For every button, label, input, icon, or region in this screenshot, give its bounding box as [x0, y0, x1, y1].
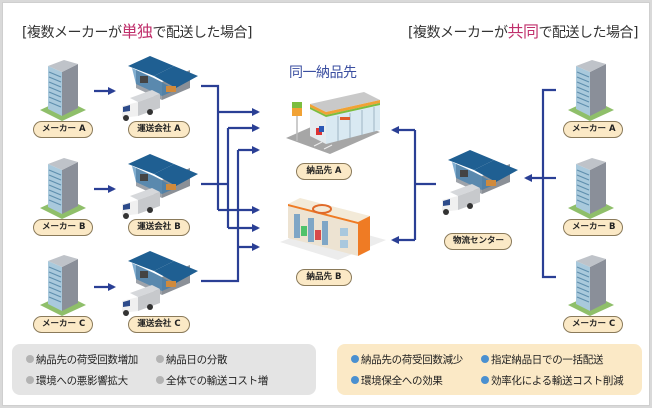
warehouse-truck-icon	[122, 56, 198, 121]
bullet-icon	[156, 376, 164, 384]
maker-a-label: メーカー A	[33, 121, 93, 138]
warehouse-truck-icon	[122, 251, 198, 316]
carrier-c-label: 運送会社 C	[128, 316, 190, 333]
merit-text: 環境保全への効果	[361, 375, 443, 387]
bullet-icon	[351, 355, 359, 363]
route-carrier-a	[201, 84, 220, 112]
heading-left-prefix: [複数メーカーが	[22, 25, 122, 41]
demerit-item: 納品日の分散	[156, 352, 228, 367]
bullet-icon	[351, 376, 359, 384]
office-building-icon	[567, 60, 615, 122]
merits-box: 納品先の荷受回数減少 指定納品日での一括配送 環境保全への効果 効率化による輸送…	[337, 344, 642, 395]
demerit-text: 納品先の荷受回数増加	[36, 354, 138, 366]
heading-separate-delivery: [複数メーカーが単独で配送した場合]	[22, 18, 252, 42]
right-maker-b-label: メーカー B	[563, 219, 623, 236]
merit-text: 効率化による輸送コスト削減	[491, 375, 624, 387]
merit-item: 納品先の荷受回数減少	[351, 352, 463, 367]
destination-b-label: 納品先 B	[296, 269, 352, 286]
right-maker-a-label: メーカー A	[563, 121, 623, 138]
office-building-icon	[567, 255, 615, 317]
bullet-icon	[26, 376, 34, 384]
merit-item: 効率化による輸送コスト削減	[481, 373, 624, 388]
office-building-icon	[39, 255, 87, 317]
office-building-icon	[567, 158, 615, 220]
heading-right-suffix: で配送した場合]	[538, 25, 639, 41]
demerit-text: 納品日の分散	[166, 354, 228, 366]
demerit-item: 全体での輸送コスト増	[156, 373, 268, 388]
logistics-center-label: 物流センター	[444, 233, 512, 250]
demerit-text: 環境への悪影響拡大	[36, 375, 128, 387]
maker-c-label: メーカー C	[33, 316, 93, 333]
bullet-icon	[481, 376, 489, 384]
bullet-icon	[156, 355, 164, 363]
same-destination-title: 同一納品先	[289, 65, 357, 81]
demerit-item: 納品先の荷受回数増加	[26, 352, 138, 367]
bullet-icon	[26, 355, 34, 363]
route-right-makers	[541, 88, 556, 279]
right-maker-c-label: メーカー C	[563, 316, 623, 333]
destination-a-label: 納品先 A	[296, 163, 352, 180]
heading-left-suffix: で配送した場合]	[152, 25, 252, 41]
carrier-a-label: 運送会社 A	[128, 121, 190, 138]
heading-left-accent: 単独	[121, 22, 153, 41]
office-building-icon	[39, 60, 87, 122]
heading-right-prefix: [複数メーカーが	[408, 25, 508, 41]
office-building-icon	[39, 158, 87, 220]
carrier-b-label: 運送会社 B	[128, 219, 190, 236]
demerits-box: 納品先の荷受回数増加 納品日の分散 環境への悪影響拡大 全体での輸送コスト増	[12, 344, 316, 395]
maker-b-label: メーカー B	[33, 219, 93, 236]
merit-text: 納品先の荷受回数減少	[361, 354, 463, 366]
convenience-store-icon	[286, 92, 380, 154]
demerit-text: 全体での輸送コスト増	[166, 375, 268, 387]
supermarket-icon	[280, 198, 386, 260]
merit-item: 指定納品日での一括配送	[481, 352, 604, 367]
merit-text: 指定納品日での一括配送	[491, 354, 604, 366]
heading-joint-delivery: [複数メーカーが共同で配送した場合]	[408, 18, 638, 42]
warehouse-truck-icon	[122, 154, 198, 219]
merit-item: 環境保全への効果	[351, 373, 443, 388]
logistics-center-icon	[442, 150, 518, 215]
bullet-icon	[481, 355, 489, 363]
demerit-item: 環境への悪影響拡大	[26, 373, 128, 388]
heading-right-accent: 共同	[507, 22, 540, 41]
route-carrier-c	[201, 150, 240, 283]
